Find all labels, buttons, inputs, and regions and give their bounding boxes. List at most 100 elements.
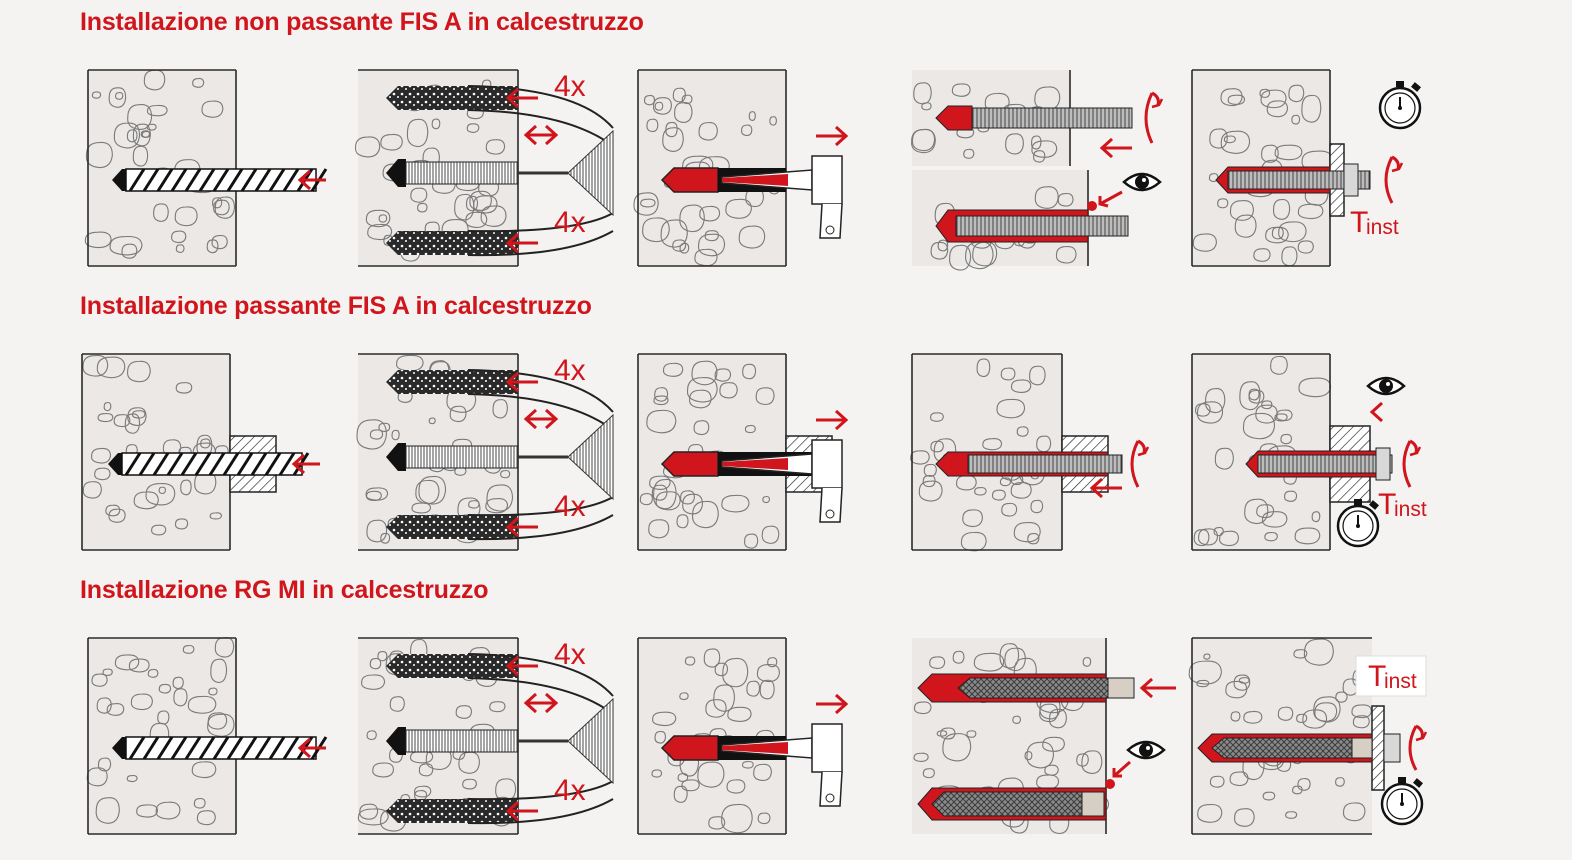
mortar	[660, 167, 719, 193]
threaded-rod-icon	[1257, 454, 1393, 474]
concrete-block	[88, 638, 236, 834]
arrow-left-icon	[1089, 477, 1122, 499]
rotate-icon	[1408, 724, 1428, 771]
arrow-left-icon	[297, 737, 326, 759]
rotate-icon	[1130, 439, 1150, 488]
blow-pump-icon	[467, 780, 614, 801]
drill-dust	[386, 799, 518, 823]
eye-icon	[1122, 172, 1162, 192]
rotate-icon	[1384, 155, 1404, 204]
row-2-title: Installazione passante FIS A in calcestr…	[80, 292, 592, 320]
torque-symbol: T	[1350, 206, 1368, 239]
drill-bit-icon	[112, 736, 328, 760]
drill-dust	[386, 370, 518, 394]
arrow-left-icon	[1139, 677, 1176, 699]
fixture-plate	[1371, 705, 1385, 791]
eye-icon	[1366, 376, 1406, 396]
bolt-head	[1383, 733, 1401, 763]
arrow-left-icon	[505, 87, 538, 109]
arrow-left-icon	[505, 655, 538, 677]
step-4-insert-through	[910, 353, 1150, 552]
arrow-right-icon	[816, 409, 849, 431]
threaded-rod-icon	[971, 107, 1133, 129]
repeat-count-bottom: 4x	[554, 774, 586, 807]
arrow-left-icon	[505, 371, 538, 393]
repeat-count-top: 4x	[554, 70, 586, 103]
drill-dust	[386, 654, 518, 678]
threaded-rod-icon	[1227, 170, 1371, 190]
arrow-left-icon	[297, 169, 326, 191]
stopwatch-icon	[1378, 81, 1422, 130]
brush-icon	[405, 161, 519, 185]
drill-bit-icon	[108, 452, 310, 476]
step-1-drill	[86, 637, 328, 835]
concrete-block	[82, 354, 230, 550]
torque-symbol: T	[1368, 660, 1386, 693]
mortar	[660, 735, 719, 761]
torque-subscript: inst	[1384, 670, 1417, 693]
rotate-icon	[1402, 439, 1422, 488]
drill-dust	[386, 86, 518, 110]
double-arrow-icon	[523, 692, 559, 714]
arrow-left-icon	[505, 516, 538, 538]
repeat-count-bottom: 4x	[554, 490, 586, 523]
step-4-insert-sleeve-check	[912, 638, 1176, 835]
step-3-inject-through	[637, 353, 849, 551]
brush-head	[567, 413, 614, 501]
blow-pump-icon	[467, 369, 614, 413]
brush-head	[567, 697, 614, 785]
mortar	[660, 451, 719, 477]
eye-icon	[1126, 740, 1166, 760]
step-3-inject	[633, 69, 849, 267]
arrow-right-icon	[816, 125, 849, 147]
step-3-inject	[637, 637, 849, 835]
torque-symbol: T	[1378, 488, 1396, 521]
step-2-clean: 4x 4x	[354, 69, 614, 267]
step-4-insert-check	[911, 70, 1164, 271]
double-arrow-icon	[523, 124, 559, 146]
brush-head	[567, 129, 614, 217]
arrow-left-icon	[505, 800, 538, 822]
brush-icon	[405, 445, 519, 469]
row-1-title: Installazione non passante FIS A in calc…	[80, 8, 644, 36]
torque-subscript: inst	[1366, 216, 1399, 239]
blow-pump-icon	[467, 653, 614, 697]
repeat-count-bottom: 4x	[554, 206, 586, 239]
blow-pump-icon	[467, 212, 614, 233]
blow-pump-icon	[467, 85, 614, 129]
threaded-rod-icon	[955, 215, 1129, 237]
arrow-left-icon	[1369, 401, 1384, 423]
step-1-drill	[84, 69, 328, 267]
hex-nut	[1343, 163, 1359, 197]
repeat-count-top: 4x	[554, 354, 586, 387]
drill-dust	[386, 515, 518, 539]
torque-subscript: inst	[1394, 498, 1427, 521]
double-arrow-icon	[523, 408, 559, 430]
internal-sleeve-icon	[957, 677, 1109, 699]
step-1-drill-through	[81, 353, 320, 551]
stopwatch-icon	[1380, 777, 1424, 826]
arrow-left-icon	[291, 453, 320, 475]
row-3-title: Installazione RG MI in calcestruzzo	[80, 576, 489, 604]
brush-icon	[405, 729, 519, 753]
rotate-icon	[1144, 91, 1164, 144]
drill-bit-icon	[112, 168, 328, 192]
step-2-clean: 4x 4x	[356, 353, 614, 551]
threaded-rod-icon	[967, 454, 1123, 474]
arrow-left-icon	[1099, 137, 1132, 159]
blow-pump-icon	[467, 496, 614, 517]
drill-dust	[386, 231, 518, 255]
hex-nut	[1375, 447, 1391, 481]
stopwatch-icon	[1336, 499, 1380, 548]
internal-sleeve-icon	[1211, 737, 1353, 759]
